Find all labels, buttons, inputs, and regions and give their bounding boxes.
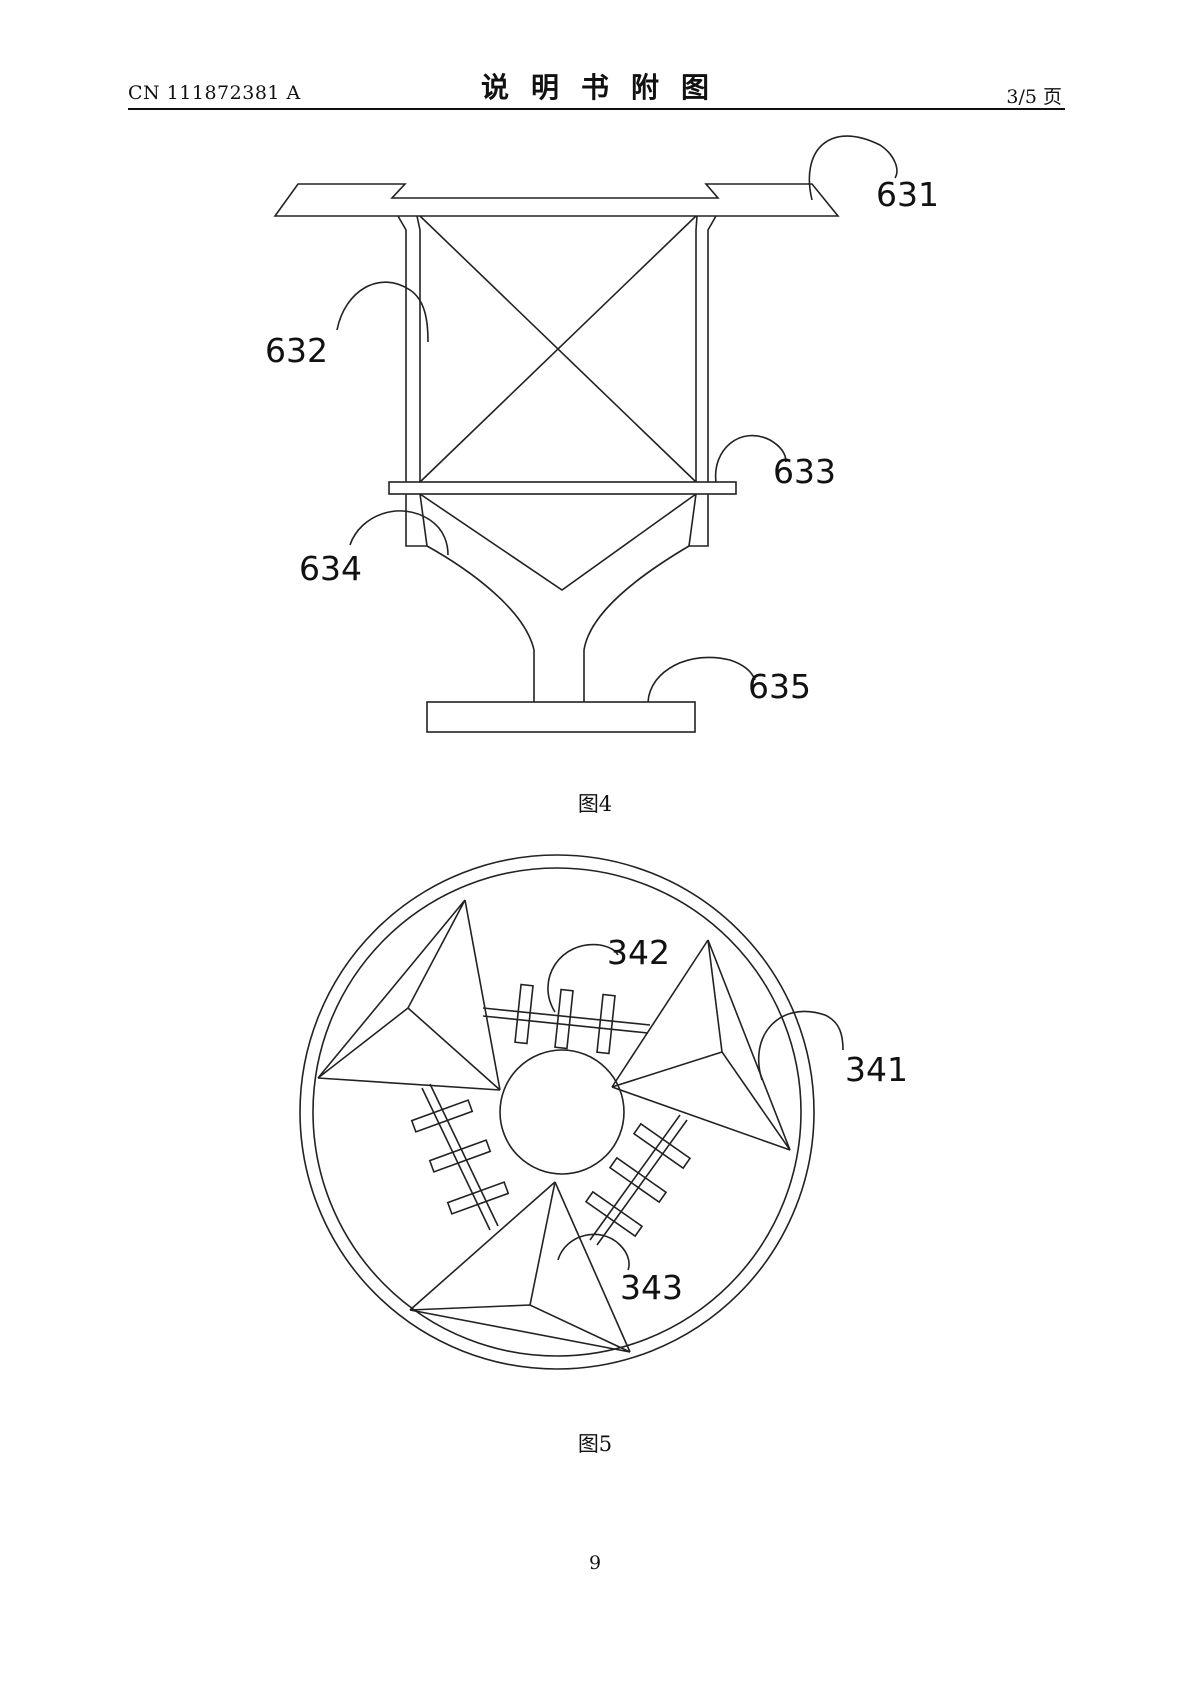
outer-ring <box>299 854 815 1370</box>
leader-635 <box>647 656 756 703</box>
leader-341 <box>757 1010 844 1081</box>
left-rod <box>397 215 421 482</box>
label-341: 341 <box>845 1050 908 1089</box>
inner-ring <box>312 867 802 1357</box>
label-343: 343 <box>620 1268 683 1307</box>
leader-634 <box>349 510 449 556</box>
figure-4-drawing: 631 632 633 634 635 <box>265 135 939 733</box>
agitator-top <box>482 983 651 1055</box>
header-divider <box>128 108 1065 110</box>
leader-343 <box>557 1233 630 1271</box>
page-title: 说明书附图 <box>480 71 731 104</box>
figure-5-drawing: 342 341 343 <box>299 854 908 1370</box>
y-stem-left <box>426 545 535 702</box>
cross-beam <box>388 481 737 495</box>
leader-631 <box>808 135 898 201</box>
page-number: 9 <box>588 1552 602 1574</box>
blade-bottom <box>409 1304 631 1353</box>
right-leg <box>688 493 709 547</box>
leader-632 <box>336 281 429 343</box>
label-631: 631 <box>876 175 939 214</box>
leader-342 <box>547 943 619 1013</box>
page-info: 3/5 页 <box>1006 86 1062 108</box>
brace-2 <box>419 215 697 483</box>
right-rod <box>695 215 717 482</box>
agitator-right <box>584 1114 692 1246</box>
blade-upper-left-fold <box>407 1007 501 1091</box>
patent-number: CN 111872381 A <box>128 82 301 104</box>
hub <box>499 1049 625 1175</box>
blade-upper-left <box>317 899 466 1079</box>
v-funnel <box>419 493 697 591</box>
leader-633 <box>714 434 787 483</box>
agitator-left <box>410 1083 510 1231</box>
label-632: 632 <box>265 331 328 370</box>
label-633: 633 <box>773 452 836 491</box>
figure-4-caption: 图4 <box>577 792 613 816</box>
label-342: 342 <box>607 933 670 972</box>
blade-right <box>707 939 791 1151</box>
figure-5-caption: 图5 <box>577 1432 613 1456</box>
label-634: 634 <box>299 549 362 588</box>
top-plate <box>273 183 840 217</box>
label-635: 635 <box>748 667 811 706</box>
left-leg <box>405 493 428 547</box>
y-stem-right <box>583 545 690 702</box>
base-plate <box>426 701 696 733</box>
